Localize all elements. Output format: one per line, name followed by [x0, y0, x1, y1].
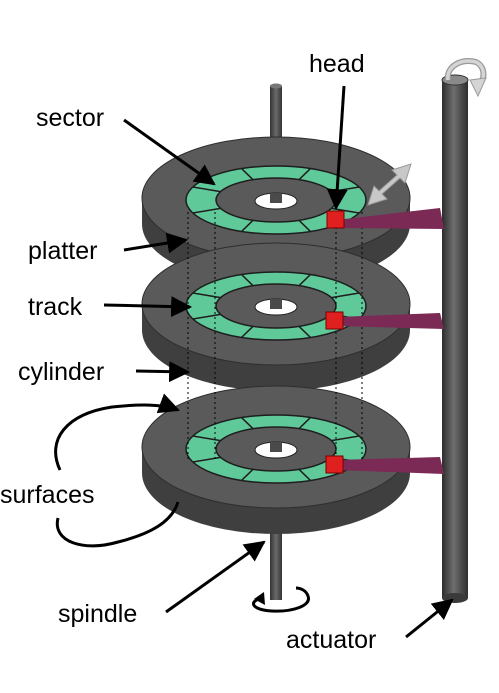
platter-stack	[141, 136, 411, 534]
head-label: head	[309, 50, 365, 78]
surfaces-bracket-lower	[55, 501, 180, 548]
sector-dividers	[192, 417, 360, 481]
pointer-arrows	[54, 85, 454, 639]
platter-label: platter	[28, 237, 97, 265]
counterclockwise-arrow-icon	[252, 586, 310, 613]
arm-top	[326, 208, 444, 229]
head-arrow	[326, 85, 348, 211]
surfaces-label: surfaces	[0, 481, 94, 509]
cylinder-label: cylinder	[18, 358, 104, 386]
track-label: track	[28, 293, 83, 321]
surfaces-bracket	[54, 393, 180, 471]
head-middle	[325, 311, 344, 330]
platter-arrow	[123, 232, 189, 254]
double-arrow-icon	[367, 163, 412, 206]
actuator	[441, 74, 469, 603]
sector-label: sector	[36, 104, 104, 132]
cylinder-arrow	[135, 361, 191, 383]
head-top	[326, 210, 345, 229]
cylinder-lines	[187, 212, 363, 462]
actuator-label: actuator	[286, 626, 376, 654]
track-arrow	[103, 296, 193, 318]
spindle-label: spindle	[58, 600, 137, 628]
head-bottom	[325, 455, 344, 474]
sector-arrow	[123, 118, 216, 186]
actuator-arrow	[405, 598, 454, 639]
arm-bottom	[325, 455, 444, 474]
spindle-arrow	[165, 540, 266, 614]
arm-middle	[325, 311, 444, 330]
clockwise-arrow-icon	[444, 58, 487, 98]
